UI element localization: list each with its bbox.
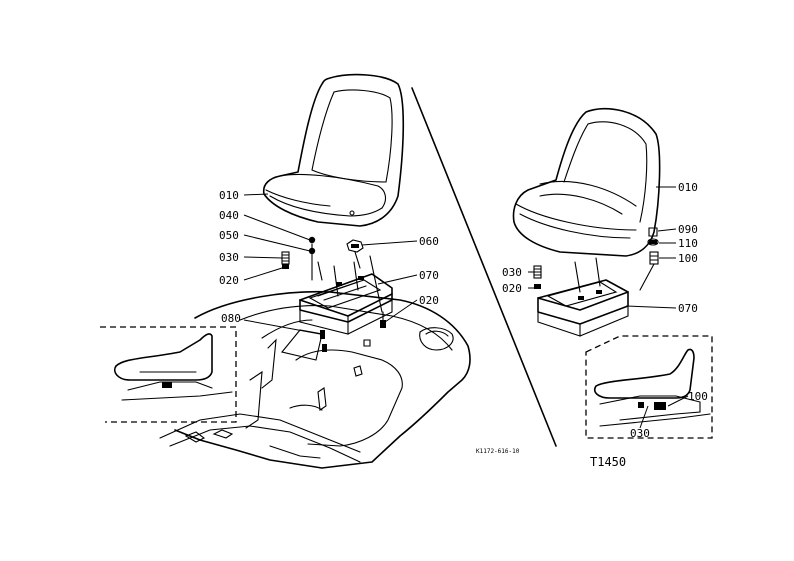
label-020-left: 020 xyxy=(219,274,239,287)
label-030-left: 030 xyxy=(219,251,239,264)
figure-id: T1450 xyxy=(590,455,626,469)
bolt-icon xyxy=(648,227,658,237)
label-100-right: 100 xyxy=(678,252,698,265)
label-inset-030: 030 xyxy=(630,427,650,440)
assembly-dashed-lines xyxy=(311,243,383,313)
label-040: 040 xyxy=(219,209,239,222)
bracket-icon xyxy=(299,261,393,335)
left-detail-inset xyxy=(100,326,237,423)
reference-code: K1172-616-10 xyxy=(476,448,520,455)
label-020-right: 020 xyxy=(502,282,522,295)
label-070-right: 070 xyxy=(678,302,698,315)
left-leader-lines xyxy=(243,193,418,335)
right-leader-lines xyxy=(528,186,689,429)
label-010-right: 010 xyxy=(678,181,698,194)
label-inset-100: 100 xyxy=(688,390,708,403)
label-030-right: 030 xyxy=(502,266,522,279)
seat-icon xyxy=(512,107,661,257)
seat-icon xyxy=(262,73,405,227)
label-010-left: 010 xyxy=(219,189,239,202)
nut-icon xyxy=(346,239,364,253)
spring-icon xyxy=(533,265,542,289)
label-050: 050 xyxy=(219,229,239,242)
label-060: 060 xyxy=(419,235,439,248)
bolt-icon xyxy=(320,311,386,352)
right-view: 010 090 110 100 030 020 070 100 030 T145… xyxy=(502,107,713,469)
label-020b-left: 020 xyxy=(419,294,439,307)
label-080: 080 xyxy=(221,312,241,325)
label-070-left: 070 xyxy=(419,269,439,282)
bracket-icon xyxy=(537,257,629,337)
label-110: 110 xyxy=(678,237,698,250)
spring-icon xyxy=(281,251,290,269)
tractor-body-outline xyxy=(159,290,471,469)
view-divider-line xyxy=(411,87,557,447)
left-view: 010 040 050 030 020 060 070 020 080 K117… xyxy=(100,73,520,469)
nut-icon xyxy=(639,251,659,291)
label-090: 090 xyxy=(678,223,698,236)
right-detail-inset xyxy=(585,335,713,439)
washer-icon xyxy=(647,238,659,246)
